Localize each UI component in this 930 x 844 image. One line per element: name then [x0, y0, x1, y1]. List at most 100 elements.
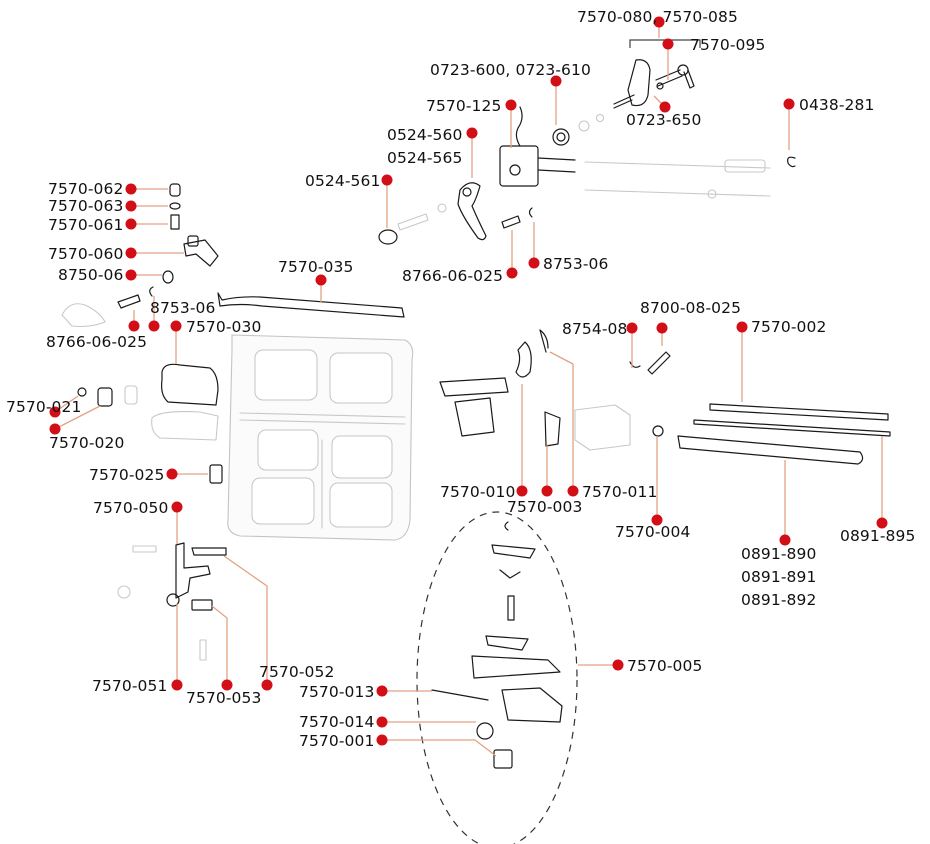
callout-dot-8753-06-b [148, 320, 160, 332]
callout-dot-7570-050 [171, 501, 183, 513]
callout-label: 7570-021 [6, 398, 82, 416]
callout-dot-7570-035 [315, 274, 327, 286]
callout-label: 7570-050 [93, 499, 169, 517]
callout-label: 7570-051 [92, 677, 168, 695]
cap-part [378, 229, 398, 245]
callout-label: 7570-063 [48, 197, 124, 215]
lower-hinge-part [117, 542, 227, 661]
callout-dot-7570-025 [166, 468, 178, 480]
callout-dot-7570-020 [49, 423, 61, 435]
callout-label: 8766-06-025 [46, 333, 148, 351]
callout-label: 8700-08-025 [640, 299, 742, 317]
callout-label: 0723-650 [626, 111, 702, 129]
callout-label: 7570-004 [615, 523, 691, 541]
callout-label: 7570-003 [507, 498, 583, 516]
callout-label: 7570-001 [299, 732, 375, 750]
callout-dot-0891-890 [779, 534, 791, 546]
callout-label: 7570-095 [690, 36, 766, 54]
callout-label: 7570-014 [299, 713, 375, 731]
callout-dot-7570-001 [376, 734, 388, 746]
callout-dot-7570-003 [541, 485, 553, 497]
callout-dot-7570-080 [653, 16, 665, 28]
callout-dot-7570-052 [261, 679, 273, 691]
callout-label: 0891-892 [741, 591, 817, 609]
callout-label: 8754-08 [562, 320, 628, 338]
callout-dot-7570-002 [736, 321, 748, 333]
callout-dot-8750-06 [125, 269, 137, 281]
callout-label: 7570-125 [426, 97, 502, 115]
callout-label: 7570-013 [299, 683, 375, 701]
callout-label: 8766-06-025 [402, 267, 504, 285]
callout-dot-8766-06-025-b [128, 320, 140, 332]
callout-label: 7570-010 [440, 483, 516, 501]
stop-block-part [209, 464, 223, 484]
callout-label: 7570-011 [582, 483, 658, 501]
callout-dot-8753-06-a [528, 257, 540, 269]
callout-label: 0438-281 [799, 96, 875, 114]
door-panel [227, 334, 414, 541]
callout-label: 7570-053 [186, 689, 262, 707]
callout-label: 8753-06 [543, 255, 609, 273]
callout-dot-7570-013 [376, 685, 388, 697]
callout-dot-7570-063 [125, 200, 137, 212]
callout-label: 8753-06 [150, 299, 216, 317]
callout-label: 0891-895 [840, 527, 916, 545]
callout-dot-0438-281 [783, 98, 795, 110]
callout-dot-0524-560 [466, 127, 478, 139]
sill-strip-parts [677, 403, 891, 465]
callout-dot-7570-005 [612, 659, 624, 671]
callout-dot-7570-125 [505, 99, 517, 111]
grommet-part [552, 113, 605, 146]
callout-label: 0723-600, 0723-610 [430, 61, 591, 79]
callout-label: 0891-890 [741, 545, 817, 563]
screw-part [501, 215, 521, 229]
callout-label: 7570-060 [48, 245, 124, 263]
small-bushing-part [77, 387, 87, 397]
callout-dot-7570-030 [170, 320, 182, 332]
central-latch-part [439, 329, 671, 451]
callout-dot-0891-895 [876, 517, 888, 529]
callout-dot-8766-06-025-a [506, 267, 518, 279]
callout-dot-0524-561 [381, 174, 393, 186]
callout-dot-7570-021 [49, 406, 61, 418]
lock-cylinder-assembly [613, 39, 701, 109]
callout-dot-7570-010 [516, 485, 528, 497]
callout-label: 0524-565 [387, 149, 463, 167]
hinge-housing-part [151, 363, 219, 441]
callout-label: 0524-561 [305, 172, 381, 190]
latch-detail-boundary [416, 511, 578, 844]
callout-dot-7570-011 [567, 485, 579, 497]
callout-label: 7570-035 [278, 258, 354, 276]
callout-dot-7570-004 [651, 514, 663, 526]
latch-detail-parts [431, 521, 563, 769]
callout-dot-7570-062 [125, 183, 137, 195]
callout-dot-7570-014 [376, 716, 388, 728]
callout-label: 7570-080, 7570-085 [577, 8, 738, 26]
callout-dot-0723-650 [659, 101, 671, 113]
callout-dot-7570-095 [662, 38, 674, 50]
bushing-block-part [97, 387, 113, 407]
callout-dot-7570-053 [221, 679, 233, 691]
callout-dot-7570-060 [125, 247, 137, 259]
callout-dot-8700-08-025 [656, 322, 668, 334]
callout-dot-7570-061 [125, 218, 137, 230]
callout-dot-8754-08 [626, 322, 638, 334]
callout-dot-0723-600 [550, 75, 562, 87]
callout-label: 7570-061 [48, 216, 124, 234]
leader-lines [54, 22, 883, 757]
callout-label: 7570-020 [49, 434, 125, 452]
callout-label: 7570-052 [259, 663, 335, 681]
callout-label: 7570-025 [89, 466, 165, 484]
callout-label: 7570-030 [186, 318, 262, 336]
callout-label: 7570-002 [751, 318, 827, 336]
lock-body-part [499, 106, 771, 199]
circlip-part [528, 207, 533, 218]
door-rod-part [217, 292, 405, 318]
callout-label: 8750-06 [58, 266, 124, 284]
callout-label: 0524-560 [387, 126, 463, 144]
callout-dot-7570-051 [171, 679, 183, 691]
clip-part [787, 156, 796, 168]
callout-label: 7570-062 [48, 180, 124, 198]
